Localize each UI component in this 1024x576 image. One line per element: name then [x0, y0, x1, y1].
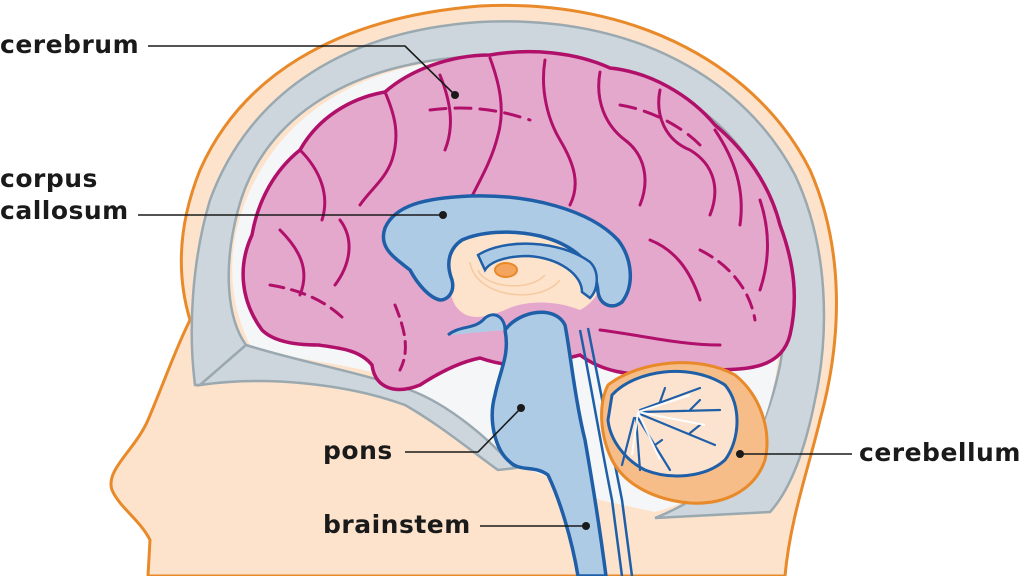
leader-cerebrum — [148, 45, 456, 96]
label-callosum-text: callosum — [0, 196, 129, 225]
label-brainstem-text: brainstem — [323, 510, 471, 539]
label-corpus-callosum: corpus callosum — [0, 163, 129, 227]
fornix — [476, 242, 598, 300]
cerebrum-sulci — [268, 56, 769, 372]
cerebellum-inner — [606, 369, 739, 478]
label-cerebellum: cerebellum — [859, 437, 1021, 469]
dot-pons — [517, 404, 525, 412]
brainstem-shape — [490, 310, 608, 576]
label-cerebrum-text: cerebrum — [0, 30, 140, 59]
label-pons-text: pons — [323, 436, 393, 465]
thalamus-spot — [494, 262, 518, 278]
arbor-vitae-white — [631, 394, 706, 461]
pointer-dots — [439, 91, 744, 530]
label-pons: pons — [323, 435, 393, 467]
label-cerebellum-text: cerebellum — [859, 438, 1021, 467]
dot-brainstem — [582, 522, 590, 530]
corpus-callosum-shape — [381, 194, 633, 308]
skull-base — [195, 343, 518, 472]
dot-cerebrum — [451, 91, 459, 99]
leader-lines — [138, 45, 852, 527]
leader-pons — [405, 407, 522, 453]
dot-corpus-callosum — [439, 211, 447, 219]
midbrain-edge — [447, 313, 507, 337]
dot-cerebellum — [736, 450, 744, 458]
label-corpus-text: corpus — [0, 164, 98, 193]
label-cerebrum: cerebrum — [0, 29, 139, 61]
label-brainstem: brainstem — [323, 509, 471, 541]
thalamus-rings — [469, 261, 561, 296]
